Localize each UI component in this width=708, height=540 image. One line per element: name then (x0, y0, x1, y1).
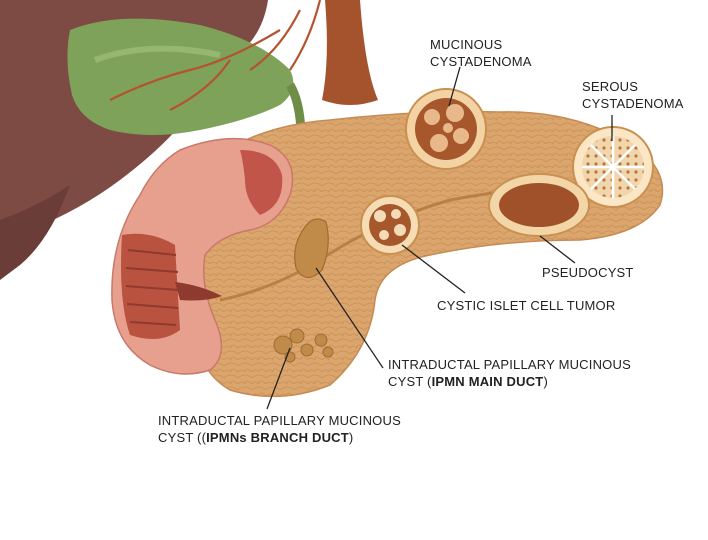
label-ipmn-branch-duct: INTRADUCTAL PAPILLARY MUCINOUS CYST ((IP… (158, 412, 401, 446)
label-ipmn-main-suffix: ) (543, 374, 548, 389)
pseudocyst (488, 173, 590, 237)
label-ipmn-main-bold: IPMN MAIN DUCT (431, 374, 544, 389)
label-ipmn-main-line2: CYST (IPMN MAIN DUCT) (388, 373, 631, 390)
duodenum-inner (240, 150, 283, 215)
leader-mucinous (448, 66, 461, 107)
duodenum-folds (121, 233, 180, 339)
label-ipmn-main-line1: INTRADUCTAL PAPILLARY MUCINOUS (388, 357, 631, 372)
label-ipmn-branch-suffix: ) (348, 430, 354, 445)
leader-pseudocyst (539, 235, 576, 264)
ampulla (175, 282, 222, 301)
ipmn-main-duct-lesion (294, 218, 329, 279)
leader-islet (401, 244, 466, 294)
cystic-islet-cell-tumor (360, 195, 420, 255)
label-ipmn-main-duct: INTRADUCTAL PAPILLARY MUCINOUS CYST (IPM… (388, 356, 631, 390)
label-mucinous-line1: MUCINOUS (430, 37, 503, 52)
label-mucinous-line2: CYSTADENOMA (430, 54, 532, 69)
label-pseudocyst: PSEUDOCYST (542, 265, 634, 280)
mucinous-cystadenoma (405, 88, 487, 170)
label-ipmn-branch-line1: INTRADUCTAL PAPILLARY MUCINOUS (158, 413, 401, 428)
leader-ipmn-main (315, 267, 384, 369)
portal-vein (322, 0, 378, 105)
label-ipmn-branch-bold: IPMNs BRANCH DUCT (206, 430, 349, 445)
label-cystic-islet-cell-tumor: CYSTIC ISLET CELL TUMOR (437, 298, 616, 313)
leader-lines (266, 66, 613, 410)
label-ipmn-main-prefix: CYST ( (388, 374, 432, 389)
gallbladder-highlight (93, 45, 221, 63)
label-mucinous-cystadenoma: MUCINOUS CYSTADENOMA (430, 36, 532, 70)
gallbladder (67, 18, 294, 136)
leader-ipmn-branch (266, 347, 291, 410)
label-ipmn-branch-line2: CYST ((IPMNs BRANCH DUCT) (158, 429, 401, 446)
liver-lobe (0, 185, 70, 280)
label-serous-line2: CYSTADENOMA (582, 96, 684, 111)
label-serous-cystadenoma: SEROUS CYSTADENOMA (582, 78, 684, 112)
duodenum-fold-lines (125, 249, 179, 326)
label-ipmn-branch-prefix: CYST (( (158, 430, 207, 445)
gallbladder-vessels (109, 0, 322, 111)
label-serous-line1: SEROUS (582, 79, 639, 94)
serous-cystadenoma (572, 126, 654, 208)
ipmn-branch-lesion (273, 328, 334, 363)
